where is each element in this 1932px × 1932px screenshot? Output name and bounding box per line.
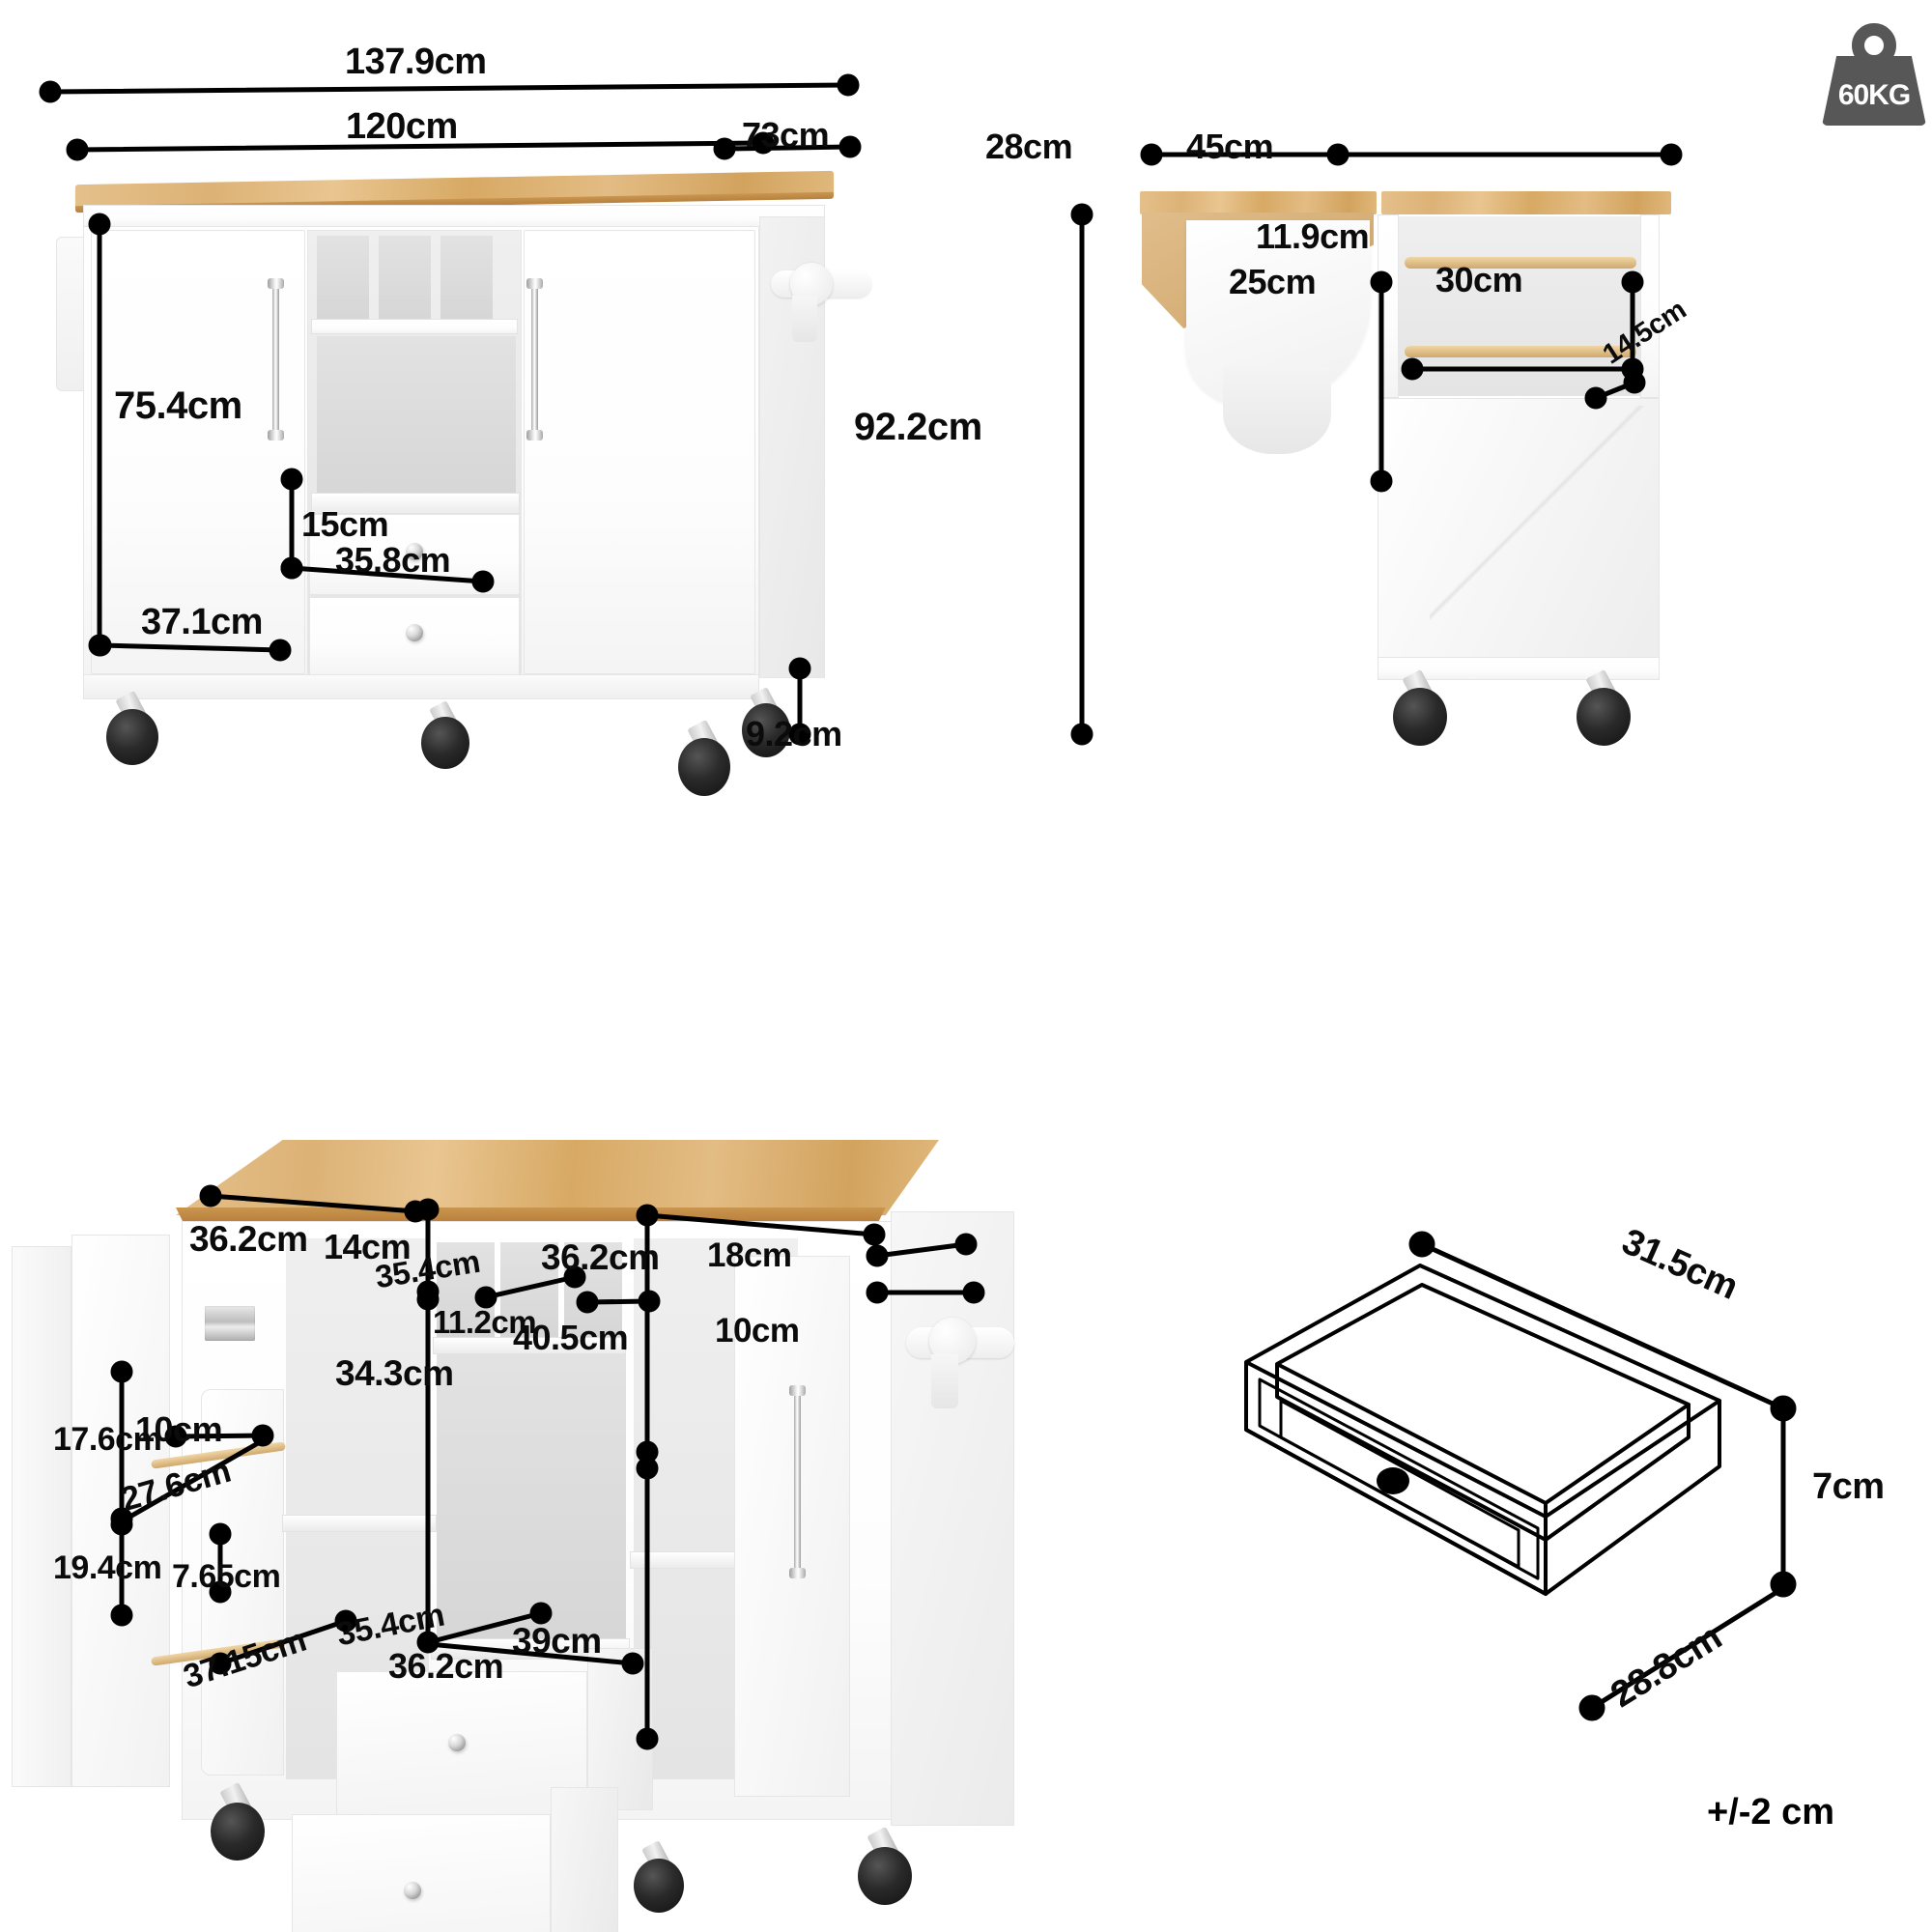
dim-label-center-width: 36.2cm	[388, 1646, 504, 1686]
dim-label-rack-height: 25cm	[1229, 262, 1317, 301]
open-drawer-lower-side	[551, 1787, 618, 1932]
cubby-shelf	[311, 319, 518, 334]
cubby-3	[440, 236, 493, 319]
weight-body-icon	[1822, 56, 1926, 126]
center-open-section	[437, 1354, 626, 1644]
dim-label-right-cab-height: 40.5cm	[513, 1318, 629, 1357]
dim-label-towel-bar-depth: 10cm	[715, 1312, 800, 1350]
dim-label-rack-tier1: 17.6cm	[53, 1421, 162, 1458]
open-right-side	[891, 1211, 1014, 1826]
side-counter-top	[1381, 191, 1671, 214]
weight-value: 60KG	[1837, 79, 1911, 111]
open-caster-right	[858, 1826, 918, 1907]
dim-label-drawer-height: 15cm	[301, 504, 389, 544]
dim-label-shelf-height: 14cm	[324, 1227, 412, 1266]
dim-label-right-lower-height: 39cm	[512, 1621, 602, 1661]
open-view-product	[12, 1111, 1082, 1932]
open-wood-top	[176, 1140, 939, 1215]
dim-label-rack-width: 30cm	[1435, 260, 1523, 299]
open-drawer-lower-knob[interactable]	[404, 1882, 421, 1899]
caster-front-right	[678, 719, 736, 798]
dim-label-rack-ledge: 10cm	[135, 1409, 223, 1449]
spice-rack-bar-2	[1405, 346, 1636, 357]
dim-label-caster-height: 9.2cm	[746, 714, 842, 753]
caster-rear-right	[742, 687, 796, 759]
lower-drawer-knob[interactable]	[406, 624, 423, 641]
dim-label-cubby-width: 11.2cm	[433, 1304, 537, 1340]
top-rail	[83, 205, 825, 228]
cabinet-plinth	[83, 674, 759, 699]
left-interior-shelf	[282, 1515, 437, 1532]
open-drawer-lower[interactable]	[292, 1814, 551, 1932]
cubby-2	[379, 236, 431, 319]
door-hinge-top	[205, 1306, 255, 1341]
dim-label-rack-lip: 7.65cm	[172, 1558, 281, 1595]
tolerance-note: +/-2 cm	[1707, 1792, 1835, 1833]
open-right-door-handle[interactable]	[789, 1385, 806, 1578]
left-door[interactable]	[91, 230, 305, 674]
dim-label-leaf-depth: 28cm	[985, 127, 1073, 166]
side-drop-leaf-top	[1140, 191, 1377, 214]
caster-front-left	[106, 690, 164, 765]
dim-label-center-height: 34.3cm	[335, 1353, 454, 1393]
cubby-1	[317, 236, 369, 319]
spice-rack-back	[1399, 216, 1640, 396]
open-left-door[interactable]	[12, 1246, 71, 1787]
open-cubby-shelf	[433, 1337, 626, 1354]
drawer-detail-knob	[1377, 1467, 1409, 1494]
dim-label-rack-tier2: 19.4cm	[53, 1549, 162, 1586]
side-body-diagonal-shading	[1430, 406, 1658, 638]
dim-label-leaf-width: 73cm	[742, 115, 830, 155]
spice-rack-bar-1	[1405, 257, 1636, 269]
side-caster-right	[1577, 668, 1636, 748]
side-view-product	[1140, 174, 1758, 753]
caster-mid	[421, 700, 475, 771]
left-door-handle[interactable]	[268, 278, 284, 440]
dim-label-overall-width: 137.9cm	[345, 42, 487, 82]
dim-label-drawer-width: 35.8cm	[335, 540, 451, 580]
dim-label-door-width: 37.1cm	[141, 602, 263, 642]
open-caster-left	[211, 1781, 270, 1862]
open-left-door-inner[interactable]	[71, 1235, 170, 1787]
side-basket-inner	[1223, 367, 1331, 454]
right-door-handle[interactable]	[526, 278, 543, 440]
dim-label-overall-height: 92.2cm	[854, 406, 982, 448]
open-towel-bar-assembly	[906, 1300, 1024, 1416]
upper-drawer-knob[interactable]	[406, 543, 423, 560]
open-towel-bar-bracket	[931, 1354, 958, 1408]
weight-badge: 60KG	[1822, 23, 1926, 126]
dim-label-cabinet-depth: 45cm	[1186, 127, 1274, 166]
niche-floor	[311, 493, 520, 514]
spice-rack-right-post	[1640, 214, 1660, 398]
dim-label-counter-width: 120cm	[346, 106, 458, 147]
open-right-door[interactable]	[734, 1256, 850, 1797]
side-caster-left	[1393, 668, 1453, 748]
spice-rack-left-post	[1378, 214, 1399, 398]
dim-label-rack-tier-height: 11.9cm	[1256, 216, 1370, 256]
open-caster-mid	[634, 1840, 690, 1915]
open-drawer-upper-knob[interactable]	[448, 1734, 466, 1751]
dim-label-drawer-inner-depth: 28.8cm	[1604, 1616, 1729, 1717]
towel-bar-assembly	[771, 249, 877, 342]
front-view-product	[48, 170, 1043, 966]
dim-label-right-cab-width: 36.2cm	[541, 1237, 660, 1277]
open-drawer-upper-side	[587, 1648, 653, 1810]
dim-label-drawer-inner-height: 7cm	[1812, 1466, 1885, 1507]
dim-label-body-height: 75.4cm	[114, 384, 242, 427]
dim-label-left-cab-width: 36.2cm	[189, 1219, 308, 1259]
towel-bar-bracket	[792, 296, 817, 342]
open-niche	[317, 336, 516, 498]
dim-label-towel-bar-width: 18cm	[707, 1236, 792, 1274]
right-door[interactable]	[524, 230, 755, 674]
